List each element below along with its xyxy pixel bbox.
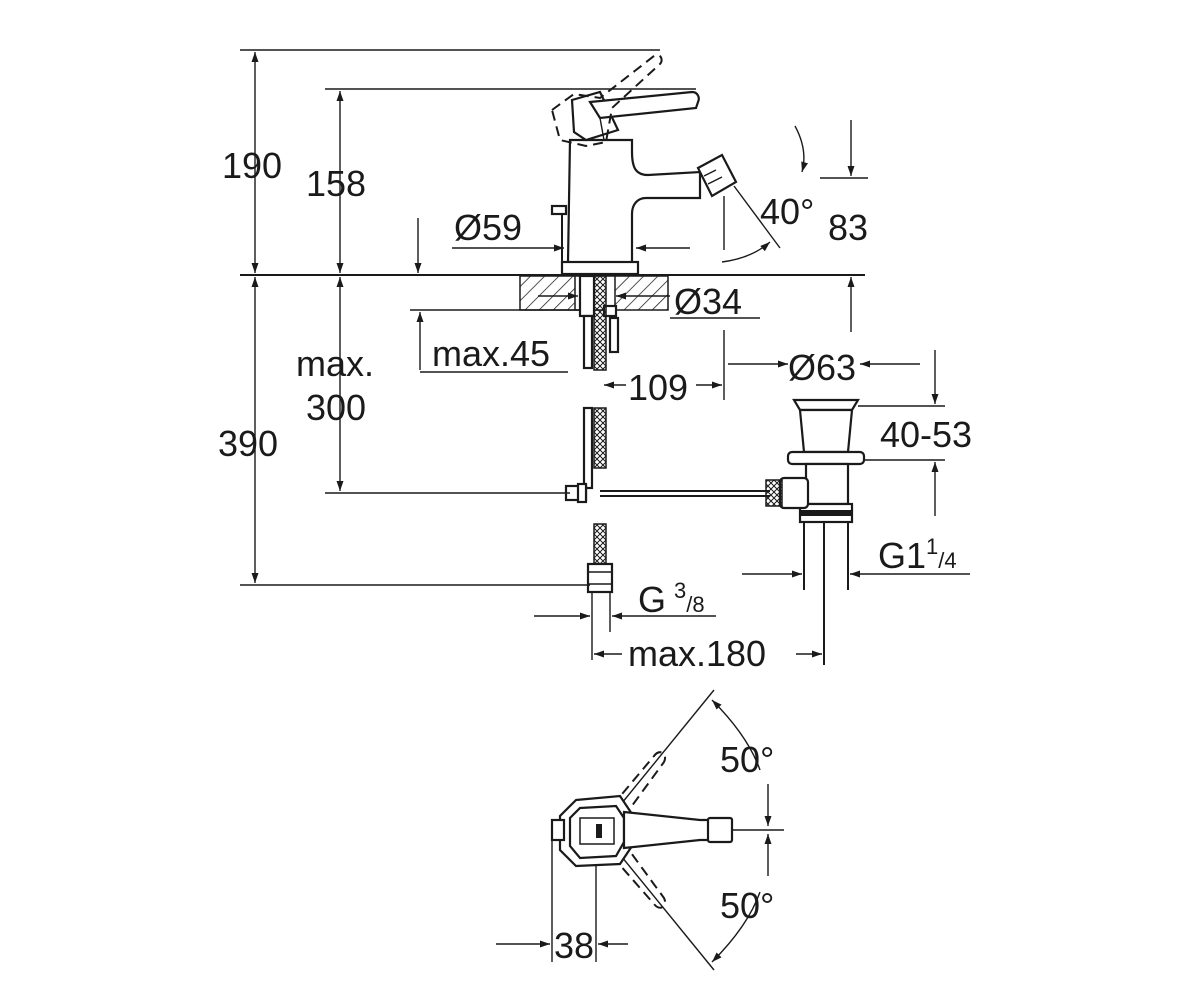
angle-arc-50-bottom bbox=[711, 891, 761, 963]
side-view: 190 158 390 max. 300 Ø59 Ø34 max.45 109 bbox=[218, 49, 972, 674]
angle-arc-50-top bbox=[711, 699, 761, 771]
dim-angle50-top: 50° bbox=[720, 739, 774, 780]
pop-up-rod-stem bbox=[582, 314, 594, 370]
dim-max180: max.180 bbox=[628, 633, 766, 674]
dim-390: 390 bbox=[218, 423, 278, 464]
dim-190: 190 bbox=[222, 145, 282, 186]
dim-g114-num: 1 bbox=[926, 534, 938, 559]
dim-83: 83 bbox=[828, 207, 868, 248]
faucet-base bbox=[560, 260, 640, 276]
pop-up-rod-stem-lower bbox=[582, 406, 594, 490]
dim-dia34: Ø34 bbox=[674, 281, 742, 322]
flex-hose-lower bbox=[593, 523, 607, 565]
drain-tail-nut-band bbox=[800, 510, 852, 516]
dim-max-label: max. bbox=[296, 343, 374, 384]
ext-line-40-angle bbox=[733, 185, 781, 249]
dim-109: 109 bbox=[628, 367, 688, 408]
dim-300: 300 bbox=[306, 387, 366, 428]
lever-rotated-lower bbox=[610, 844, 666, 909]
dim-g114: G11/4 bbox=[878, 534, 957, 576]
pivot-knurl bbox=[765, 479, 783, 507]
linkage-clip-inner bbox=[576, 482, 588, 504]
dim-38: 38 bbox=[554, 925, 594, 966]
flex-hose-middle bbox=[593, 407, 607, 469]
drain-lock-nut bbox=[786, 450, 866, 466]
lever-handle bbox=[588, 90, 700, 120]
drain-body bbox=[798, 408, 854, 454]
angle-arc-40 bbox=[794, 125, 809, 173]
pivot-housing bbox=[778, 476, 810, 510]
nozzle-line bbox=[703, 169, 717, 177]
pop-up-link bbox=[608, 316, 620, 354]
lever-raised-position bbox=[550, 54, 663, 148]
popup-rod-knob bbox=[550, 204, 568, 216]
lever-rotated-upper bbox=[610, 751, 666, 816]
angle-arc-40-lower bbox=[721, 241, 771, 263]
hose-nut bbox=[586, 562, 614, 594]
lever-edge bbox=[599, 117, 605, 141]
drain-lower-body bbox=[804, 462, 850, 506]
top-nozzle bbox=[706, 816, 734, 844]
top-cartridge-mark bbox=[596, 824, 602, 838]
nozzle-line bbox=[707, 176, 723, 185]
top-lever bbox=[622, 810, 714, 850]
dim-g38-num: 3 bbox=[674, 578, 686, 603]
lever-housing bbox=[570, 90, 620, 142]
faucet-body bbox=[564, 138, 702, 270]
dim-158: 158 bbox=[306, 163, 366, 204]
drain-flange bbox=[792, 398, 860, 412]
dim-angle50-bottom: 50° bbox=[720, 885, 774, 926]
dim-angle40: 40° bbox=[760, 191, 814, 232]
shank bbox=[578, 274, 596, 318]
dim-g38-den: /8 bbox=[686, 592, 704, 617]
dim-max45: max.45 bbox=[432, 333, 550, 374]
dim-g114-den: /4 bbox=[938, 548, 956, 573]
dim-40-53: 40-53 bbox=[880, 414, 972, 455]
flex-hose-upper bbox=[593, 275, 607, 371]
top-popup-knob bbox=[550, 818, 566, 842]
dim-dia59: Ø59 bbox=[454, 207, 522, 248]
dim-g38-main: G bbox=[638, 579, 666, 620]
dim-dia63: Ø63 bbox=[788, 347, 856, 388]
bidet-nozzle bbox=[696, 153, 738, 198]
dim-g114-main: G1 bbox=[878, 535, 926, 576]
top-view: 50° 50° 38 bbox=[496, 689, 784, 971]
